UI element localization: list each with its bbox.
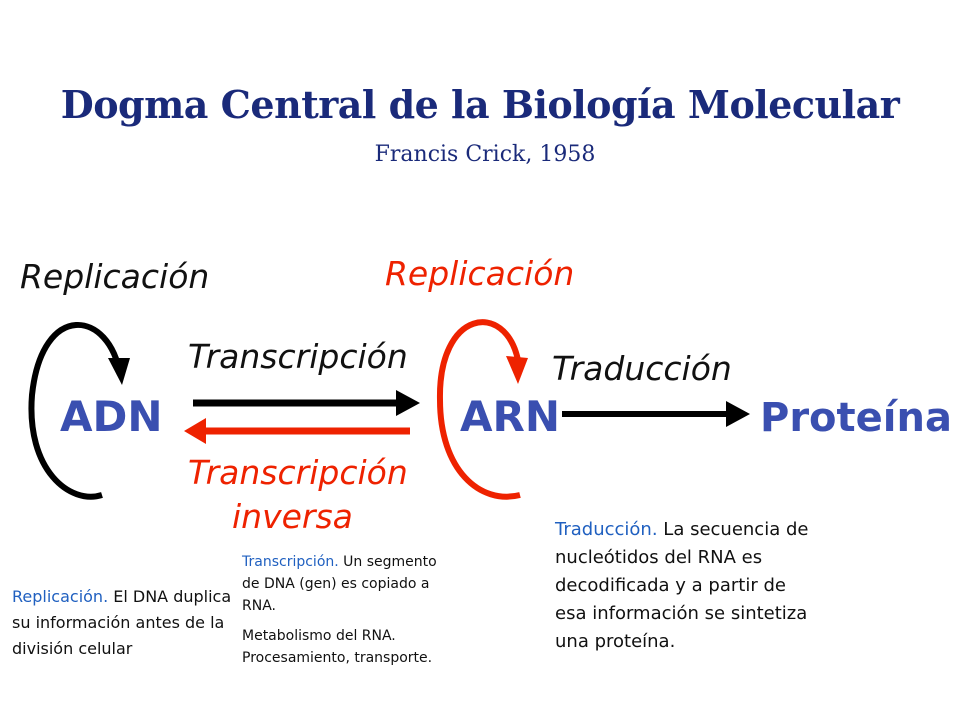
arn-replication-loop [436, 319, 521, 500]
node-adn: ADN [60, 392, 163, 441]
transcription-arrowhead [396, 390, 420, 416]
replication-note: Replicación. El DNA duplica su informaci… [12, 584, 232, 662]
translation-arrowhead [726, 401, 750, 427]
reverse-transcription-label-line1: Transcripción [188, 453, 408, 492]
transcription-note-heading: Transcripción. [242, 554, 339, 570]
arn-replication-arrowhead [506, 356, 528, 384]
adn-replication-label: Replicación [20, 257, 209, 296]
node-proteina: Proteína [760, 395, 952, 441]
rna-metabolism-note: Metabolismo del RNA. Procesamiento, tran… [242, 628, 433, 666]
translation-note-heading: Traducción. [555, 519, 658, 540]
replication-note-heading: Replicación. [12, 587, 109, 606]
adn-replication-loop [28, 322, 123, 500]
arn-replication-label: Replicación [385, 254, 574, 293]
reverse-transcription-arrowhead [184, 418, 206, 444]
transcription-note-text: Un segmento de DNA (gen) es copiado a RN… [242, 554, 437, 614]
replication-note-text: El DNA duplica su información antes de l… [12, 587, 232, 658]
page-title: Dogma Central de la Biología Molecular [60, 82, 900, 127]
transcription-label: Transcripción [188, 337, 408, 376]
translation-note-text: La secuencia de nucleótidos del RNA es d… [555, 519, 809, 652]
reverse-transcription-label-line2: inversa [232, 497, 353, 536]
transcription-note: Transcripción. Un segmento de DNA (gen) … [242, 551, 452, 669]
translation-note: Traducción. La secuencia de nucleótidos … [555, 516, 815, 656]
translation-label: Traducción [552, 349, 732, 388]
adn-replication-arrowhead [108, 358, 130, 385]
page-subtitle: Francis Crick, 1958 [374, 142, 596, 167]
node-arn: ARN [460, 392, 560, 441]
